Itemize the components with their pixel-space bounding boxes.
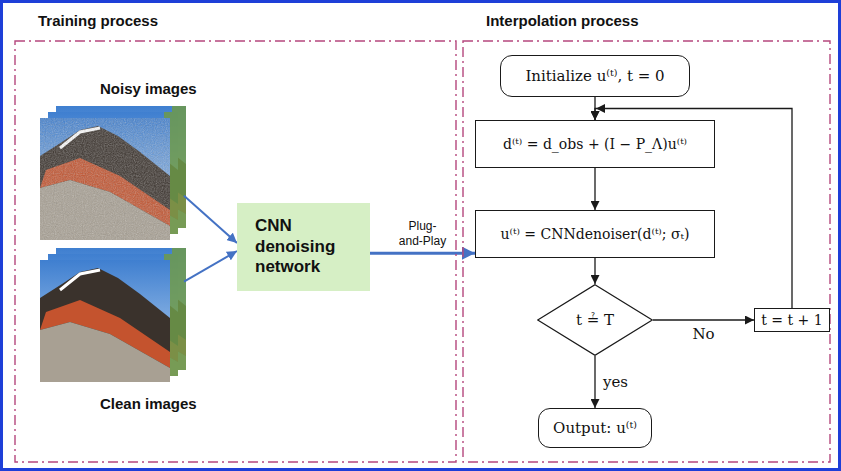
edge-label: No xyxy=(691,325,715,343)
connector-arrow xyxy=(184,251,237,282)
dashed-border xyxy=(15,41,456,462)
process-box: u⁽ᵗ⁾ = CNNdenoiser(d⁽ᵗ⁾; σₜ) xyxy=(475,210,715,258)
region-heading: Interpolation process xyxy=(462,8,831,29)
edge-label: Plug- and-Play xyxy=(396,219,450,249)
process-box: d⁽ᵗ⁾ = d_obs + (I − P_Λ)u⁽ᵗ⁾ xyxy=(475,120,715,168)
connector-arrow xyxy=(594,258,595,284)
noise-overlay xyxy=(40,118,170,240)
process-box: t = t + 1 xyxy=(754,308,830,332)
dashed-border xyxy=(463,41,830,462)
diamond-shape xyxy=(538,285,653,356)
edge-label: yes xyxy=(602,373,629,391)
decision-diamond: t ≟ T xyxy=(537,284,653,356)
box-text: t = t + 1 xyxy=(761,312,822,328)
box-text: t ≟ T xyxy=(576,311,614,329)
clean-image-stack xyxy=(40,248,186,382)
box-text: CNN denoising network xyxy=(255,216,359,277)
image-stack: Noisy images xyxy=(38,78,184,244)
image-caption: Noisy images xyxy=(100,80,197,97)
region-outline xyxy=(14,40,457,463)
photo xyxy=(40,260,170,382)
terminal-box: Initialize u⁽ᵗ⁾, t = 0 xyxy=(500,55,690,97)
junction-arrowhead xyxy=(596,104,605,113)
noisy-image-stack xyxy=(40,106,186,240)
process-region: Noisy imagesClean imagesCNN denoising ne… xyxy=(14,8,457,463)
connector-arrow xyxy=(653,319,754,320)
connector-arrow xyxy=(594,168,595,210)
process-region: Initialize u⁽ᵗ⁾, t = 0 d⁽ᵗ⁾ = d_obs + (I … xyxy=(462,8,831,463)
box-text: u⁽ᵗ⁾ = CNNdenoiser(d⁽ᵗ⁾; σₜ) xyxy=(501,226,690,242)
box-text: d⁽ᵗ⁾ = d_obs + (I − P_Λ)u⁽ᵗ⁾ xyxy=(503,136,687,152)
box-text: Output: u⁽ᵗ⁾ xyxy=(553,419,637,437)
network-box: CNN denoising network xyxy=(237,203,370,291)
image-caption: Clean images xyxy=(100,395,197,412)
region-heading: Training process xyxy=(14,8,457,29)
photo xyxy=(40,118,170,240)
box-text: Initialize u⁽ᵗ⁾, t = 0 xyxy=(525,67,664,85)
terminal-box: Output: u⁽ᵗ⁾ xyxy=(538,408,652,448)
connector-arrow xyxy=(184,196,237,243)
image-stack: Clean images xyxy=(38,246,184,416)
connector-arrow xyxy=(370,252,475,255)
connector-arrow xyxy=(594,356,595,408)
